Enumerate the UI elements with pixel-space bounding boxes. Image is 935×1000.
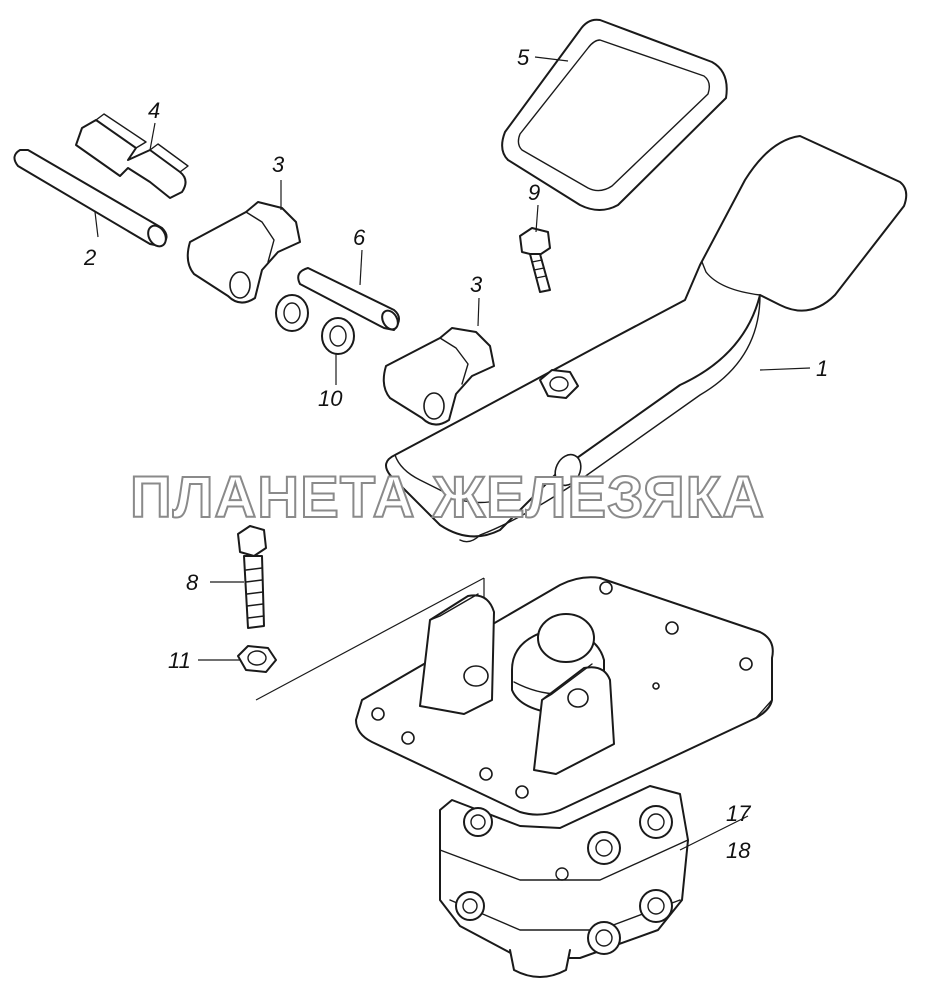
washer-a <box>275 294 309 332</box>
lever-nut <box>539 369 579 399</box>
bracket-right <box>382 327 495 426</box>
valve-body <box>439 785 689 978</box>
callout-5: 5 <box>517 45 530 70</box>
callout-1: 1 <box>816 356 828 381</box>
hex-nut <box>237 645 277 673</box>
callout-18: 18 <box>726 838 751 863</box>
pedal-lever <box>385 135 908 543</box>
bracket-left <box>186 201 301 304</box>
clip <box>75 113 189 199</box>
small-bolt <box>519 227 551 293</box>
callout-leaders <box>94 56 811 851</box>
large-bolt <box>237 525 267 629</box>
callout-11: 11 <box>168 648 191 673</box>
callout-8: 8 <box>186 570 199 595</box>
pin <box>297 267 400 331</box>
callout-3-right: 3 <box>470 272 483 297</box>
callout-6: 6 <box>353 225 366 250</box>
callout-4: 4 <box>148 98 160 123</box>
washer-b <box>321 317 355 355</box>
axle <box>13 149 168 248</box>
callout-9: 9 <box>528 180 540 205</box>
watermark-text: ПЛАНЕТА ЖЕЛЕЗЯКА <box>130 465 765 530</box>
brake-valve-assembly <box>355 576 774 816</box>
callout-17: 17 <box>726 801 751 826</box>
callout-10: 10 <box>318 386 343 411</box>
pedal-pad <box>501 18 728 211</box>
callout-3-left: 3 <box>272 152 285 177</box>
callout-2: 2 <box>83 245 96 270</box>
